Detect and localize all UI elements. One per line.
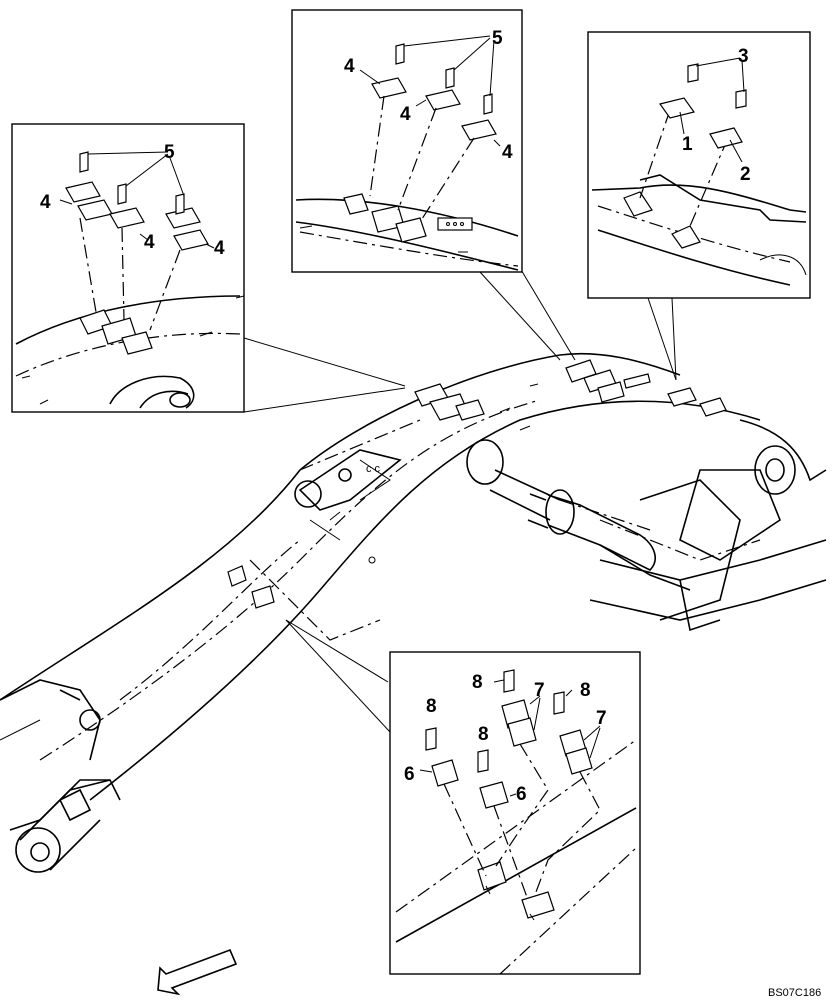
detail-2-pipe-clamps: 5 4 4 4 — [291, 9, 523, 273]
drawing-code: BS07C186 — [768, 987, 821, 999]
callout-6: 6 — [516, 784, 527, 805]
detail-4-pipe-clamps: 8 8 8 8 7 7 6 6 — [389, 651, 641, 975]
callout-5: 5 — [492, 28, 503, 49]
callout-8: 8 — [580, 680, 591, 701]
callout-4: 4 — [344, 56, 355, 77]
callout-4: 4 — [214, 238, 225, 259]
callout-1: 1 — [682, 134, 693, 155]
callout-8: 8 — [478, 724, 489, 745]
callout-7: 7 — [534, 680, 545, 701]
callout-4: 4 — [144, 232, 155, 253]
callout-5: 5 — [164, 142, 175, 163]
boom-marking: c c — [366, 463, 381, 475]
detail-1-pipe-clamps: 3 1 2 — [587, 31, 811, 299]
callout-2: 2 — [740, 164, 751, 185]
callout-7: 7 — [596, 708, 607, 729]
callout-4: 4 — [502, 142, 513, 163]
callout-8: 8 — [426, 696, 437, 717]
callout-3: 3 — [738, 46, 749, 67]
front-direction-arrow — [157, 948, 238, 996]
detail-3-pipe-clamps: 5 4 4 4 — [11, 123, 245, 413]
callout-8: 8 — [472, 672, 483, 693]
callout-6: 6 — [404, 764, 415, 785]
boom-assembly: c c BS07C186 — [0, 267, 827, 999]
callout-4: 4 — [40, 192, 51, 213]
callout-4: 4 — [400, 104, 411, 125]
